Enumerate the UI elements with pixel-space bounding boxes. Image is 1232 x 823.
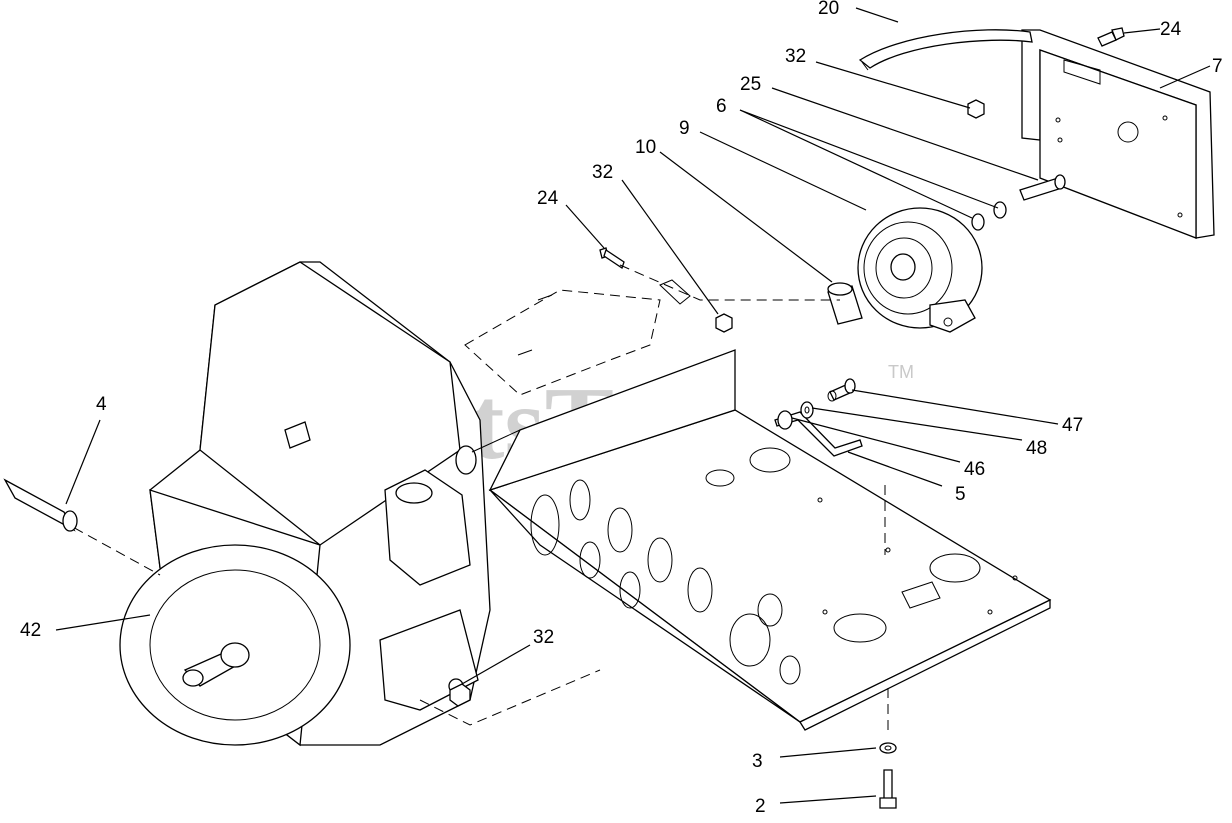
callout-32: 32 bbox=[533, 627, 554, 648]
bolt-47[interactable] bbox=[827, 378, 856, 402]
callout-46: 46 bbox=[964, 459, 985, 480]
clutch-bolt[interactable] bbox=[1019, 174, 1066, 201]
pto-clutch[interactable] bbox=[857, 207, 983, 333]
washers[interactable] bbox=[971, 201, 1007, 231]
callout-5: 5 bbox=[955, 484, 966, 505]
callout-47: 47 bbox=[1062, 415, 1083, 436]
callout-24: 24 bbox=[537, 188, 559, 209]
leader-lines bbox=[55, 7, 1211, 804]
washer-48[interactable] bbox=[800, 401, 814, 419]
callout-48: 48 bbox=[1026, 438, 1047, 459]
belt-guard[interactable] bbox=[858, 29, 1033, 71]
callout-2: 2 bbox=[755, 796, 766, 817]
engine-dashed-link bbox=[59, 519, 601, 726]
callout-42: 42 bbox=[20, 620, 41, 641]
nut-top[interactable] bbox=[967, 99, 985, 119]
callout-4: 4 bbox=[96, 394, 107, 415]
callout-3: 3 bbox=[752, 751, 763, 772]
callout-6: 6 bbox=[716, 96, 727, 117]
callout-10: 10 bbox=[635, 137, 656, 158]
bolt-top-right[interactable] bbox=[1097, 27, 1125, 47]
shaft[interactable] bbox=[3, 478, 78, 532]
nut-engine-plate[interactable] bbox=[715, 313, 733, 333]
callout-32: 32 bbox=[785, 46, 806, 67]
engine-mount-plate bbox=[464, 264, 840, 396]
bolt-bottom[interactable] bbox=[879, 769, 897, 809]
chassis-frame[interactable] bbox=[488, 349, 1052, 735]
callout-24: 24 bbox=[1160, 19, 1182, 40]
callout-32: 32 bbox=[592, 162, 613, 183]
callout-20: 20 bbox=[818, 0, 839, 19]
callout-7: 7 bbox=[1212, 56, 1223, 77]
engine[interactable] bbox=[119, 261, 521, 747]
spacer[interactable] bbox=[827, 282, 863, 325]
bolt-engine-plate[interactable] bbox=[599, 247, 625, 270]
callout-25: 25 bbox=[740, 74, 761, 95]
mounting-bracket[interactable] bbox=[1021, 29, 1215, 239]
washer-bottom[interactable] bbox=[879, 742, 897, 754]
washer-46[interactable] bbox=[777, 410, 793, 430]
callout-9: 9 bbox=[679, 118, 690, 139]
watermark-trademark: TM bbox=[888, 362, 914, 382]
